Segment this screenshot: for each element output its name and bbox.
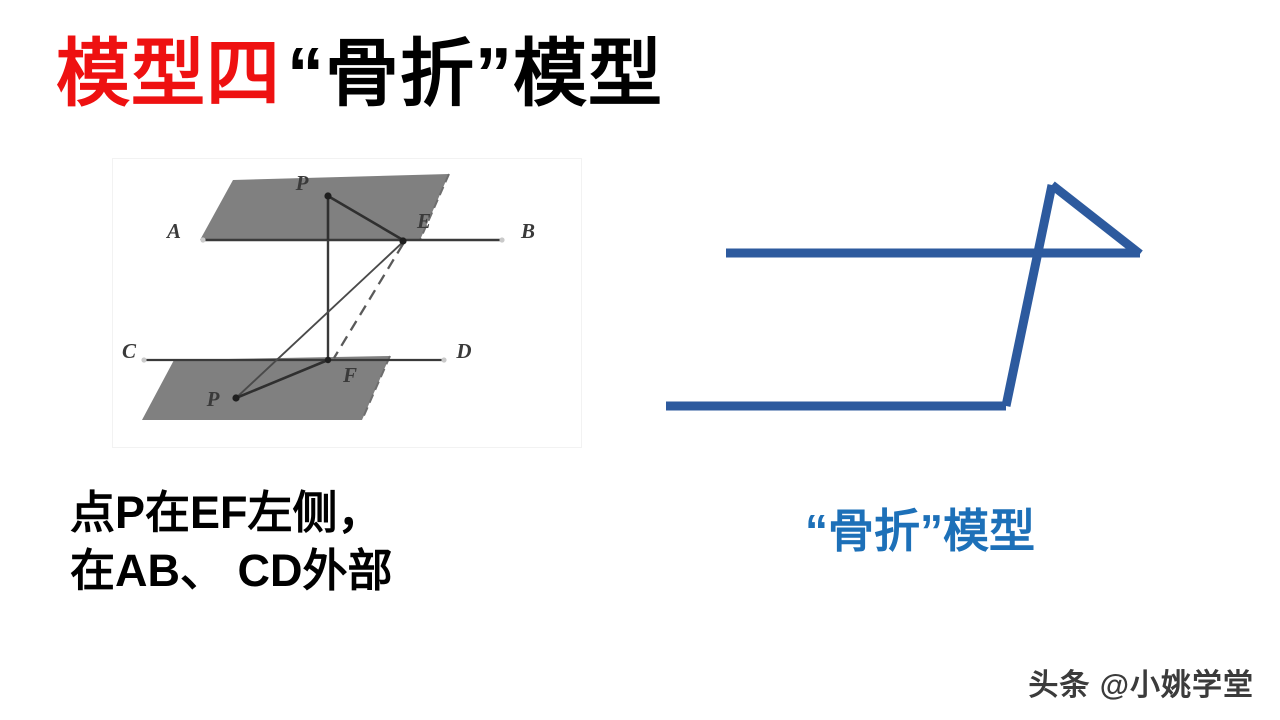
title-model-name: “骨折”模型 [287, 32, 663, 115]
label-b: B [520, 219, 535, 243]
label-e: E [416, 209, 431, 233]
label-f: F [342, 363, 357, 387]
point-b-dot [499, 237, 505, 243]
segment-lower-p-to-e [235, 241, 404, 399]
bone-model-caption: “骨折”模型 [805, 505, 1035, 557]
point-c-dot [141, 357, 147, 363]
point-f-dot [324, 356, 332, 364]
page-title: 模型四 “骨折”模型 [56, 26, 1216, 122]
point-e-dot [399, 237, 407, 245]
point-d-dot [441, 357, 447, 363]
point-p-upper-dot [324, 192, 332, 200]
lower-plane [142, 356, 390, 420]
title-model-number: 模型四 [56, 32, 281, 115]
point-p-lower-dot [232, 394, 240, 402]
geometry-caption-line-2: 在AB、 CD外部 [70, 544, 393, 596]
geometry-caption-line-1: 点P在EF左侧， [70, 487, 383, 538]
bone-model-diagram [640, 160, 1180, 430]
lower-plane-right-edge [361, 355, 391, 421]
point-a-dot [200, 237, 206, 243]
watermark: 头条 @小姚学堂 [1028, 669, 1254, 702]
label-d: D [455, 339, 471, 363]
label-a: A [165, 219, 181, 243]
label-c: C [122, 339, 137, 363]
geometry-caption: 点P在EF左侧， 在AB、 CD外部 [70, 484, 590, 599]
bone-slanted-shaft [1001, 184, 1057, 407]
geometry-diagram: A B C D E F P P [112, 158, 582, 448]
segment-upper-p-to-e [327, 194, 404, 242]
segment-lower-p-to-f [235, 358, 329, 400]
dashed-hidden-edge [333, 243, 404, 359]
upper-plane-right-edge [419, 173, 450, 241]
bone-triangle-hypotenuse [1049, 181, 1143, 258]
label-p-upper: P [295, 171, 309, 195]
label-p-lower: P [206, 387, 220, 411]
upper-plane [200, 174, 449, 240]
